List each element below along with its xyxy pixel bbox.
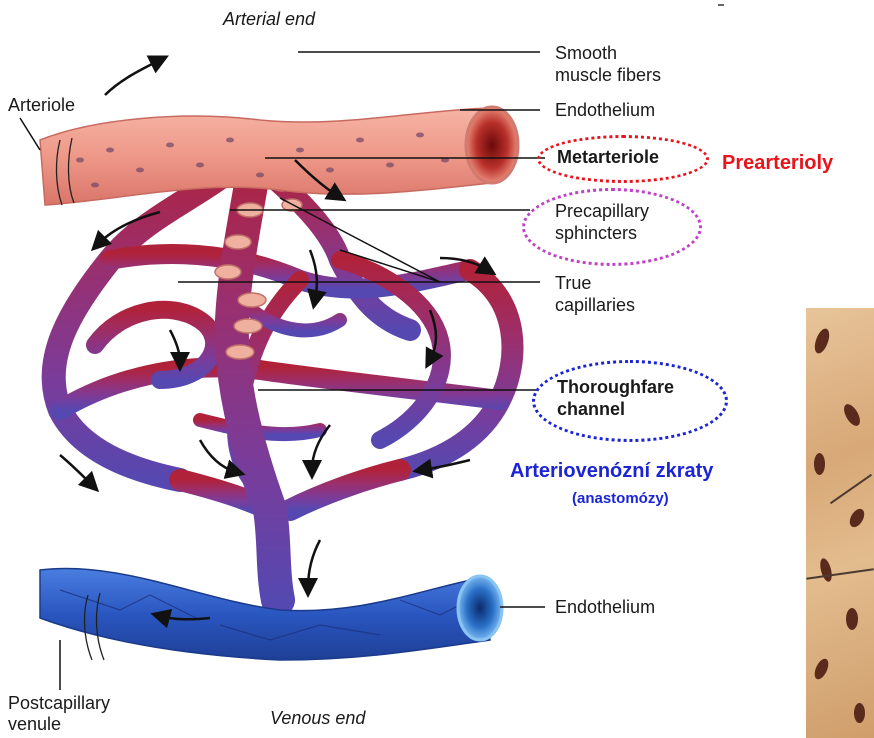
arteriole-label: Arteriole [8, 94, 75, 116]
arteriole-vessel [40, 107, 518, 205]
venous-end-label: Venous end [270, 707, 365, 729]
true-capillaries-label-line1: True [555, 272, 591, 294]
true-capillaries-label-line2: capillaries [555, 294, 635, 316]
smooth-muscle-label-line1: Smooth [555, 42, 617, 64]
micrograph-image [806, 308, 874, 738]
prearterioly-label: Prearterioly [722, 152, 833, 174]
postcapillary-label-line1: Postcapillary [8, 692, 110, 714]
postcapillary-label-line2: venule [8, 713, 61, 735]
thoroughfare-label-line1: Thoroughfare [557, 376, 674, 398]
precapillary-label-line2: sphincters [555, 222, 637, 244]
arterial-end-label: Arterial end [223, 8, 315, 30]
anastomoses-label: (anastomózy) [572, 488, 669, 510]
endothelium-bottom-label: Endothelium [555, 596, 655, 618]
smooth-muscle-label-line2: muscle fibers [555, 64, 661, 86]
metarteriole-label: Metarteriole [557, 146, 659, 168]
precapillary-label-line1: Precapillary [555, 200, 649, 222]
endothelium-top-label: Endothelium [555, 99, 655, 121]
thoroughfare-label-line2: channel [557, 398, 625, 420]
av-shunts-label: Arteriovenózní zkraty [510, 460, 713, 482]
